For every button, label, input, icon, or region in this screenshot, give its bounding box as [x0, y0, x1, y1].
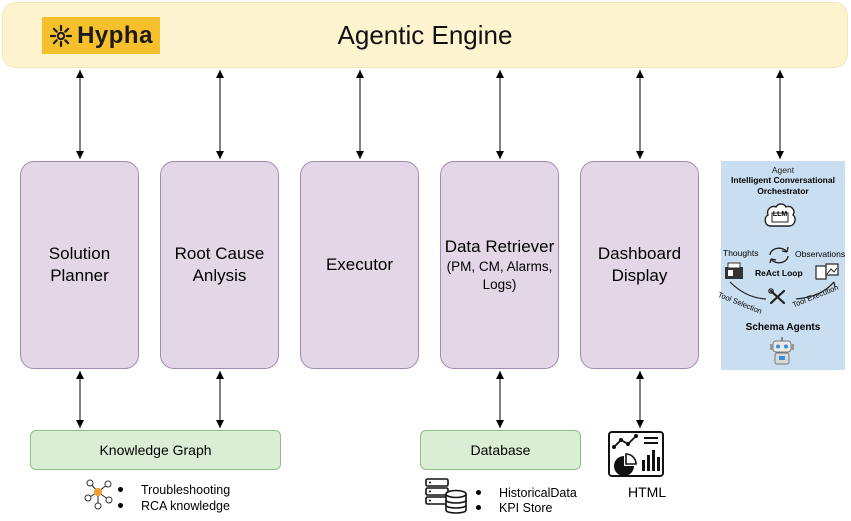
module-sublabel-line: (PM, CM, Alarms, — [446, 259, 553, 274]
bullet-dot — [118, 503, 123, 508]
logo-text: Hypha — [77, 21, 153, 49]
db-item-text: KPI Store — [499, 501, 553, 515]
hypha-logo-icon — [49, 24, 73, 47]
hypha-logo: Hypha — [42, 17, 160, 54]
module-label-line: Root Cause — [174, 244, 265, 263]
module-label-line: Data Retriever — [444, 237, 555, 256]
tool-flow-arrows — [729, 281, 836, 300]
engine-title: Agentic Engine — [337, 20, 513, 50]
robot-icon — [770, 337, 794, 365]
cycle-arrows-icon — [769, 246, 789, 264]
module-label-line: Anlysis — [192, 266, 247, 285]
llm-label: LLM — [772, 211, 788, 218]
module-root-cause-analysis: Root Cause Anlysis — [160, 161, 279, 369]
server-database-icon — [425, 478, 467, 514]
react-loop-label: ReAct Loop — [755, 268, 803, 278]
html-label: HTML — [628, 484, 667, 500]
bullet-dot — [476, 490, 481, 495]
agent-heading: Agent — [771, 165, 795, 175]
thoughts-icon — [725, 262, 743, 279]
module-sublabel-line: Logs) — [482, 277, 517, 292]
module-executor: Executor — [300, 161, 419, 369]
observations-label: Observations — [795, 249, 846, 259]
dashboard-chart-icon — [608, 431, 664, 477]
thoughts-label: Thoughts — [723, 248, 759, 258]
module-solution-planner: Solution Planner — [20, 161, 139, 369]
kg-item-text: RCA knowledge — [141, 499, 230, 513]
knowledge-graph-label: Knowledge Graph — [99, 442, 212, 458]
module-data-retriever: Data Retriever (PM, CM, Alarms, Logs) — [440, 161, 559, 369]
database-box: Database — [420, 430, 581, 470]
knowledge-graph-box: Knowledge Graph — [30, 430, 281, 470]
database-label: Database — [470, 442, 531, 458]
wrench-screwdriver-icon — [768, 288, 786, 305]
observation-icon — [815, 263, 839, 280]
module-label-line: Executor — [325, 255, 394, 274]
agent-title-line: Intelligent Conversational — [731, 175, 835, 185]
bullet-dot — [476, 505, 481, 510]
module-dashboard-display: Dashboard Display — [580, 161, 699, 369]
module-label-line: Solution — [48, 244, 111, 263]
module-label-line: Dashboard — [597, 244, 682, 263]
module-label-line: Planner — [50, 266, 109, 285]
agent-title-line: Orchestrator — [757, 186, 809, 196]
schema-agents-label: Schema Agents — [745, 322, 821, 333]
db-item-text: HistoricalData — [499, 486, 577, 500]
bullet-dot — [118, 487, 123, 492]
brain-llm-icon — [764, 203, 796, 227]
module-label-line: Display — [611, 266, 668, 285]
network-graph-icon — [84, 479, 113, 510]
kg-item-text: Troubleshooting — [141, 483, 231, 497]
